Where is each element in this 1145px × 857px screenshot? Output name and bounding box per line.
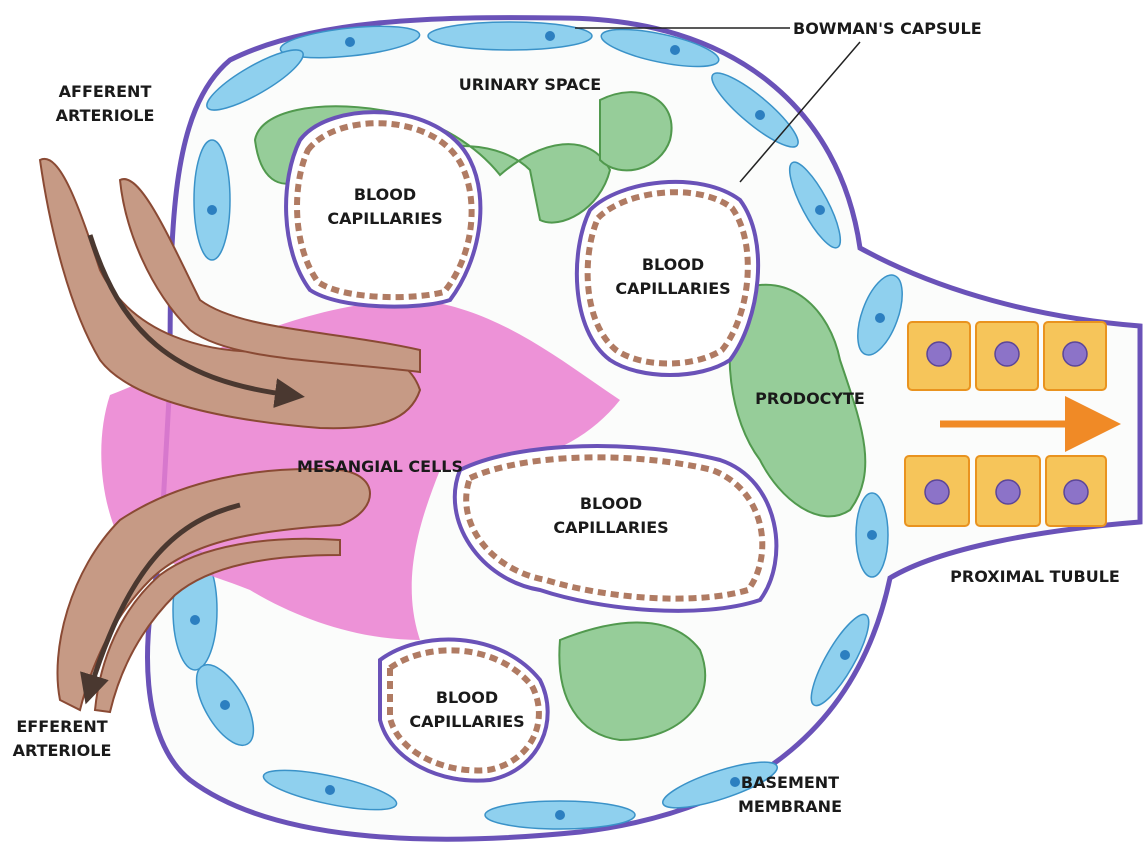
label-blood-capillaries-2: BLOOD CAPILLARIES [608,253,738,301]
label-bc1-line2: CAPILLARIES [320,207,450,231]
label-proximal-tubule: PROXIMAL TUBULE [935,565,1135,589]
label-urinary-space: URINARY SPACE [445,73,615,97]
label-basement-line2: MEMBRANE [725,795,855,819]
label-afferent-arteriole: AFFERENT ARTERIOLE [40,80,170,128]
label-blood-capillaries-1: BLOOD CAPILLARIES [320,183,450,231]
label-basement-line1: BASEMENT [725,771,855,795]
label-efferent-arteriole: EFFERENT ARTERIOLE [2,715,122,763]
label-prodocyte: PRODOCYTE [745,387,875,411]
label-bc4-line1: BLOOD [402,686,532,710]
label-mesangial-cells: MESANGIAL CELLS [290,455,470,479]
label-basement-membrane: BASEMENT MEMBRANE [725,771,855,819]
label-efferent-line1: EFFERENT [2,715,122,739]
label-bc2-line1: BLOOD [608,253,738,277]
label-bc3-line2: CAPILLARIES [546,516,676,540]
label-blood-capillaries-4: BLOOD CAPILLARIES [402,686,532,734]
label-afferent-line1: AFFERENT [40,80,170,104]
label-bc1-line1: BLOOD [320,183,450,207]
label-bc2-line2: CAPILLARIES [608,277,738,301]
label-bowmans-capsule: BOWMAN'S CAPSULE [793,17,982,41]
label-bc4-line2: CAPILLARIES [402,710,532,734]
label-bc3-line1: BLOOD [546,492,676,516]
label-blood-capillaries-3: BLOOD CAPILLARIES [546,492,676,540]
label-afferent-line2: ARTERIOLE [40,104,170,128]
label-efferent-line2: ARTERIOLE [2,739,122,763]
